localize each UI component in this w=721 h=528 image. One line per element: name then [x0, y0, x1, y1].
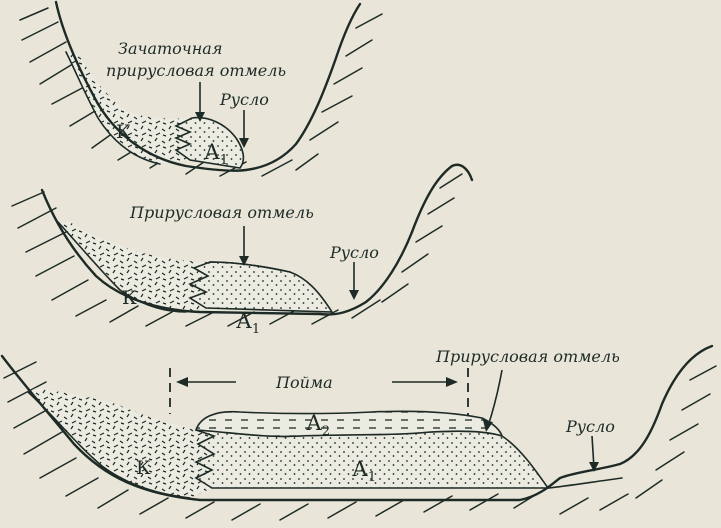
panel-1-initial-bar-label-line1: Зачаточная — [118, 39, 222, 58]
panel-2-bar-label: Прирусловая отмель — [129, 203, 314, 222]
panel-2-k-label: К — [122, 287, 137, 309]
panel-2-bar: Прирусловая отмель Русло К А1 — [12, 165, 472, 337]
panel-3-right-bank-hatching — [560, 366, 716, 514]
panel-1-channel-label: Русло — [219, 90, 269, 109]
panel-3-bar-arrow — [488, 370, 502, 426]
panel-3-bar-label: Прирусловая отмель — [435, 347, 620, 366]
panel-1-initial-bar: Зачаточная прирусловая отмель Русло К А1 — [20, 2, 382, 176]
panel-3-k-deposit — [28, 388, 214, 498]
panel-3-floodplain: Пойма Прирусловая отмель Русло К А2 А1 — [2, 346, 716, 520]
panel-1-initial-bar-label-line2: прирусловая отмель — [106, 61, 286, 80]
panel-2-channel-label: Русло — [329, 243, 379, 262]
panel-3-k-label: К — [136, 457, 151, 479]
panel-3-floodplain-label: Пойма — [275, 373, 333, 392]
panel-1-k-label: К — [116, 121, 131, 143]
panel-2-a1-deposit — [190, 262, 332, 312]
panel-3-channel-label: Русло — [565, 417, 615, 436]
